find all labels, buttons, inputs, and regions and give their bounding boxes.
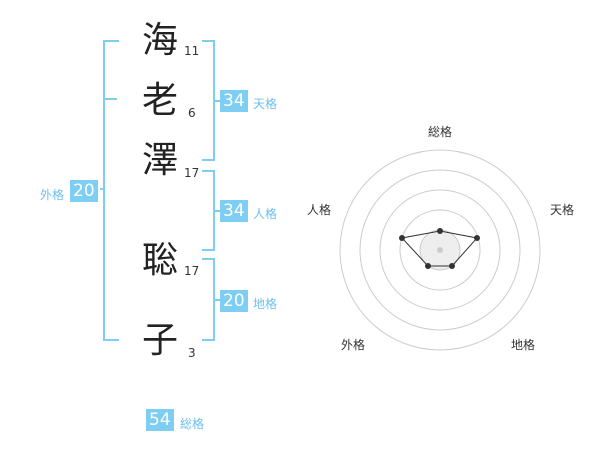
chikaku-value-badge: 20 — [220, 290, 248, 312]
radar-value-polygon — [401, 230, 478, 267]
radar-axis-jinkaku: 人格 — [307, 203, 332, 217]
name-char-3: 澤 — [141, 140, 178, 181]
chikaku-label: 地格 — [253, 297, 278, 311]
radar-ring-2 — [379, 189, 501, 311]
gaikaku-label: 外格 — [40, 188, 65, 202]
stroke-count-1: 11 — [184, 44, 200, 58]
radar-point-gaikaku — [425, 263, 431, 269]
gaikaku-value-badge: 20 — [70, 180, 98, 202]
radar-point-jinkaku — [399, 235, 405, 241]
name-char-5: 子 — [141, 320, 178, 361]
name-char-2: 老 — [141, 80, 178, 121]
radar-point-soukaku — [437, 228, 443, 234]
stroke-count-2: 6 — [188, 106, 196, 120]
radar-axis-tenkaku: 天格 — [550, 203, 575, 217]
radar-center-dot — [437, 247, 443, 253]
jinkaku-label: 人格 — [253, 207, 278, 221]
jinkaku-connector — [215, 210, 221, 212]
radar-ring-outer — [339, 149, 541, 351]
radar-axis-gaikaku: 外格 — [341, 338, 366, 352]
soukaku-value-badge: 54 — [146, 409, 174, 431]
jinkaku-bracket — [202, 170, 215, 251]
stroke-count-5: 3 — [188, 346, 196, 360]
radar-axis-soukaku: 総格 — [428, 125, 453, 139]
tenkaku-label: 天格 — [253, 97, 278, 111]
gaikaku-bracket — [103, 40, 119, 341]
chikaku-bracket — [202, 258, 215, 341]
soukaku-label: 総格 — [180, 417, 205, 431]
jinkaku-value-badge: 34 — [220, 200, 248, 222]
radar-point-tenkaku — [474, 235, 480, 241]
stroke-count-4: 17 — [184, 264, 200, 278]
tenkaku-connector — [215, 100, 221, 102]
name-char-1: 海 — [141, 20, 178, 61]
chikaku-connector — [215, 299, 221, 301]
radar-point-chikaku — [449, 263, 455, 269]
stroke-count-3: 17 — [184, 166, 200, 180]
radar-axis-chikaku: 地格 — [511, 338, 536, 352]
radar-ring-1 — [399, 209, 481, 291]
radar-ring-3 — [359, 169, 521, 331]
gaikaku-connector — [100, 188, 103, 190]
tenkaku-value-badge: 34 — [220, 90, 248, 112]
tenkaku-bracket — [202, 40, 215, 161]
name-char-4: 聡 — [141, 240, 178, 281]
gaikaku-inner-tick — [105, 98, 117, 100]
